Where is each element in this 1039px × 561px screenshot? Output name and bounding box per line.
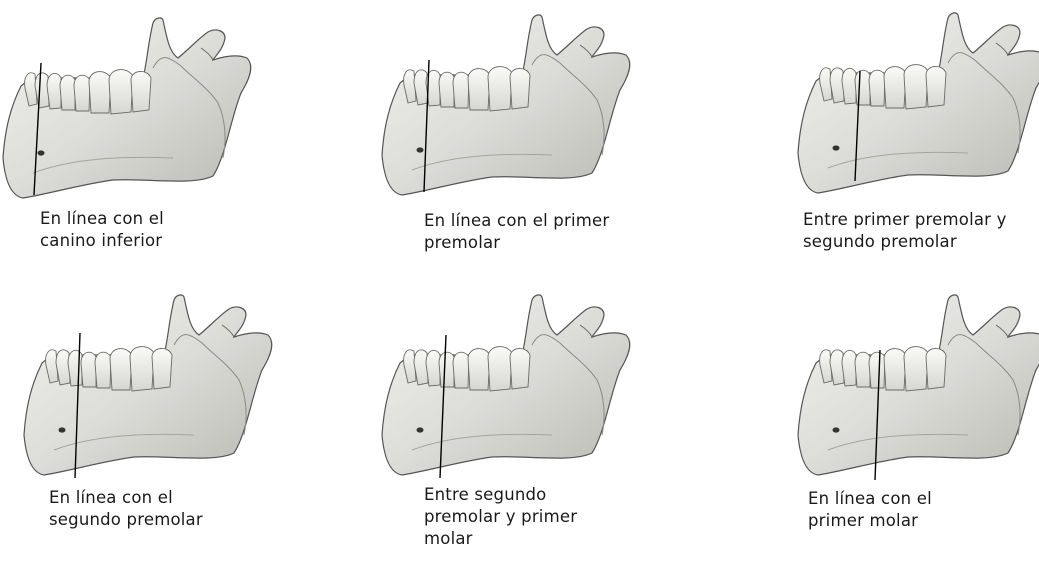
caption: Entre segundo premolar y primer molar [424,484,577,550]
mandible-illustration [382,285,642,495]
panel-4: En línea con el segundo premolar [24,285,284,495]
mandible-illustration [3,8,263,218]
panel-3: Entre primer premolar y segundo premolar [798,3,1039,213]
caption: En línea con el primer premolar [424,210,609,254]
panel-2: En línea con el primer premolar [382,5,642,215]
panel-5: Entre segundo premolar y primer molar [382,285,642,495]
caption: En línea con el primer molar [808,488,932,532]
panel-1: En línea con el canino inferior [3,8,263,218]
panel-6: En línea con el primer molar [798,285,1039,495]
caption: En línea con el canino inferior [40,208,164,252]
caption: Entre primer premolar y segundo premolar [803,209,1007,253]
mandible-illustration [382,5,642,215]
mandible-illustration [798,3,1039,213]
mandible-illustration [24,285,284,495]
mandible-illustration [798,285,1039,495]
caption: En línea con el segundo premolar [49,487,203,531]
